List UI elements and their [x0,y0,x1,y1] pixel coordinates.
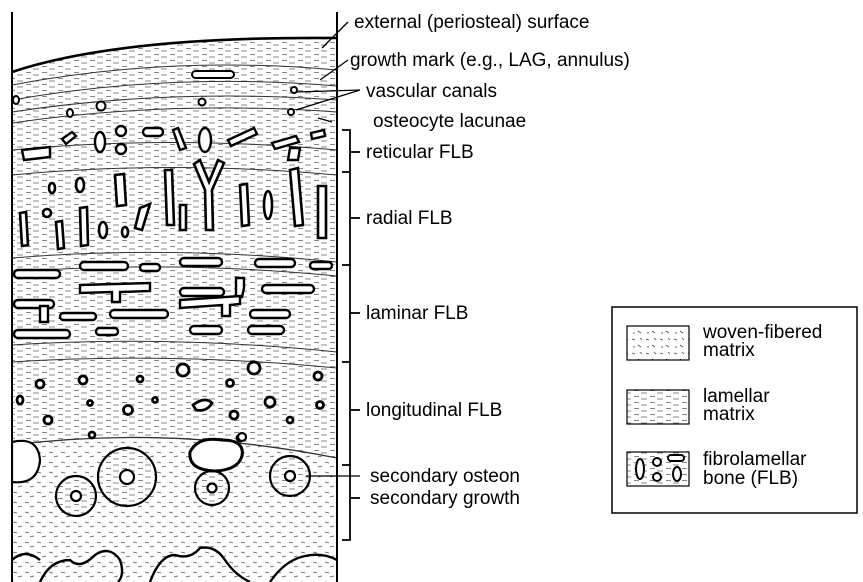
legend-swatch-lamellar [627,390,689,424]
legend-fibrolamellar-line2: bone (FLB) [703,468,798,489]
legend: woven-fibered matrix lamellar matrix fib… [612,307,857,513]
label-longitudinal-flb: longitudinal FLB [366,400,502,421]
bone-section [12,30,337,582]
label-radial-flb: radial FLB [366,208,453,229]
diagram-labels: external (periosteal) surface growth mar… [350,12,630,509]
legend-fibrolamellar-line1: fibrolamellar [703,449,807,470]
legend-lamellar-line2: matrix [703,404,755,425]
label-laminar-flb: laminar FLB [366,303,468,324]
legend-woven-line2: matrix [703,340,755,361]
legend-swatch-fibrolamellar [627,452,689,486]
label-reticular-flb: reticular FLB [366,142,474,163]
label-growth-mark: growth mark (e.g., LAG, annulus) [350,50,630,71]
label-vascular-canals: vascular canals [366,81,497,102]
label-secondary-osteon: secondary osteon [370,466,520,487]
label-secondary-growth: secondary growth [370,488,520,509]
zone-brackets [342,130,360,540]
label-external-surface: external (periosteal) surface [354,12,590,33]
label-osteocyte-lacunae: osteocyte lacunae [373,111,526,132]
legend-swatch-woven [627,326,689,360]
